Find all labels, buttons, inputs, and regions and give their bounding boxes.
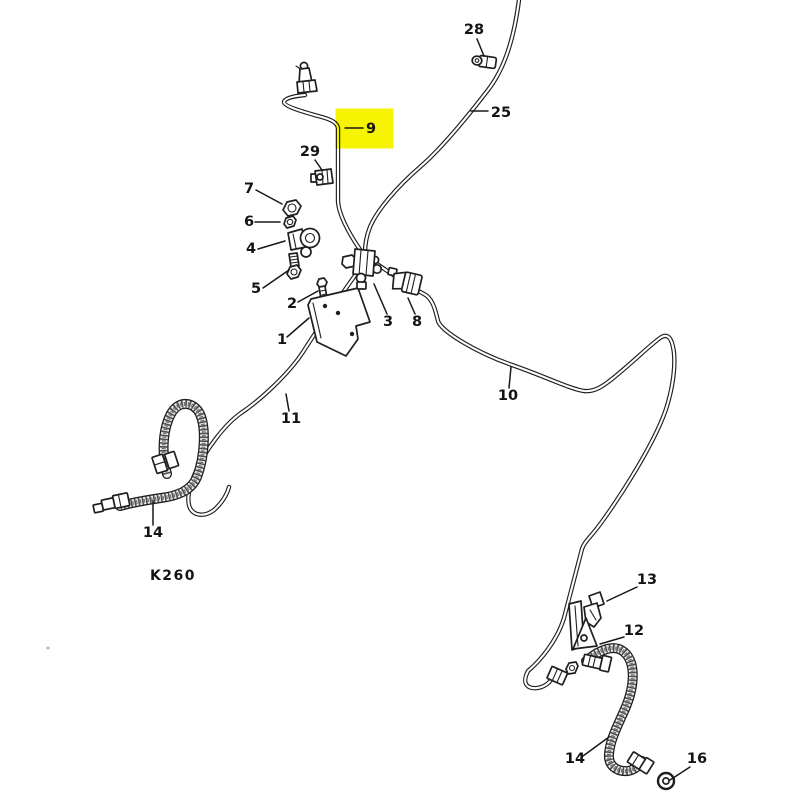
- scan-speck: [46, 646, 50, 650]
- part-label-14-right[interactable]: 14: [565, 736, 610, 767]
- part-label-1[interactable]: 1: [277, 317, 310, 348]
- label-text: 8: [412, 314, 422, 330]
- union-fitting-28: [471, 54, 498, 70]
- label-text: 10: [498, 388, 518, 404]
- part-label-7[interactable]: 7: [244, 181, 283, 205]
- part-label-6[interactable]: 6: [244, 214, 281, 230]
- label-text: 12: [624, 623, 644, 639]
- bolt-5: [286, 252, 302, 280]
- brake-switch-8: [387, 266, 423, 296]
- label-text: 1: [277, 332, 287, 348]
- part-label-28[interactable]: 28: [464, 22, 485, 57]
- label-text: 11: [281, 411, 301, 427]
- label-text: 5: [251, 281, 261, 297]
- label-text: 29: [300, 144, 320, 160]
- part-label-25[interactable]: 25: [470, 105, 511, 121]
- part-label-29[interactable]: 29: [300, 144, 323, 171]
- part-label-16[interactable]: 16: [669, 751, 707, 781]
- part-label-11[interactable]: 11: [281, 393, 301, 427]
- part-label-14-left[interactable]: 14: [143, 500, 163, 541]
- hose-end-fitting-right: [626, 751, 655, 775]
- bleeder-screw: [295, 61, 318, 94]
- label-text: 7: [244, 181, 254, 197]
- part-label-3[interactable]: 3: [373, 283, 393, 330]
- part-label-5[interactable]: 5: [251, 269, 290, 297]
- junction-block-3: [341, 248, 383, 290]
- label-text: 6: [244, 214, 254, 230]
- part-label-10[interactable]: 10: [498, 366, 518, 404]
- label-text: 9: [366, 121, 376, 137]
- label-text: 16: [687, 751, 707, 767]
- part-label-12[interactable]: 12: [599, 623, 644, 645]
- locknut-6: [283, 215, 297, 229]
- connector-4: [287, 227, 321, 258]
- hose-clamp-left: [151, 450, 180, 475]
- label-text: 2: [287, 296, 297, 312]
- pipe-clip-29: [310, 168, 334, 186]
- highlight-9[interactable]: [335, 108, 394, 149]
- part-label-8[interactable]: 8: [407, 297, 422, 330]
- label-text: 14: [143, 525, 163, 541]
- mounting-bracket-1: [307, 287, 371, 357]
- label-text: 13: [637, 572, 657, 588]
- part-label-13[interactable]: 13: [606, 572, 657, 602]
- label-text: 4: [246, 241, 256, 257]
- nut-7: [282, 199, 302, 217]
- label-text: 14: [565, 751, 585, 767]
- part-label-4[interactable]: 4: [246, 240, 286, 257]
- hose-end-fitting-left: [92, 492, 131, 514]
- label-text: 25: [491, 105, 511, 121]
- washer-16: [656, 771, 676, 791]
- bracket-12: [568, 600, 598, 651]
- hose-fittings-right: [546, 653, 613, 686]
- label-text: 28: [464, 22, 484, 38]
- clip-13: [583, 591, 605, 628]
- part-label-9[interactable]: 9: [344, 121, 376, 137]
- figure-code: K260: [150, 568, 196, 584]
- part-label-2[interactable]: 2: [287, 290, 319, 312]
- label-text: 3: [383, 314, 393, 330]
